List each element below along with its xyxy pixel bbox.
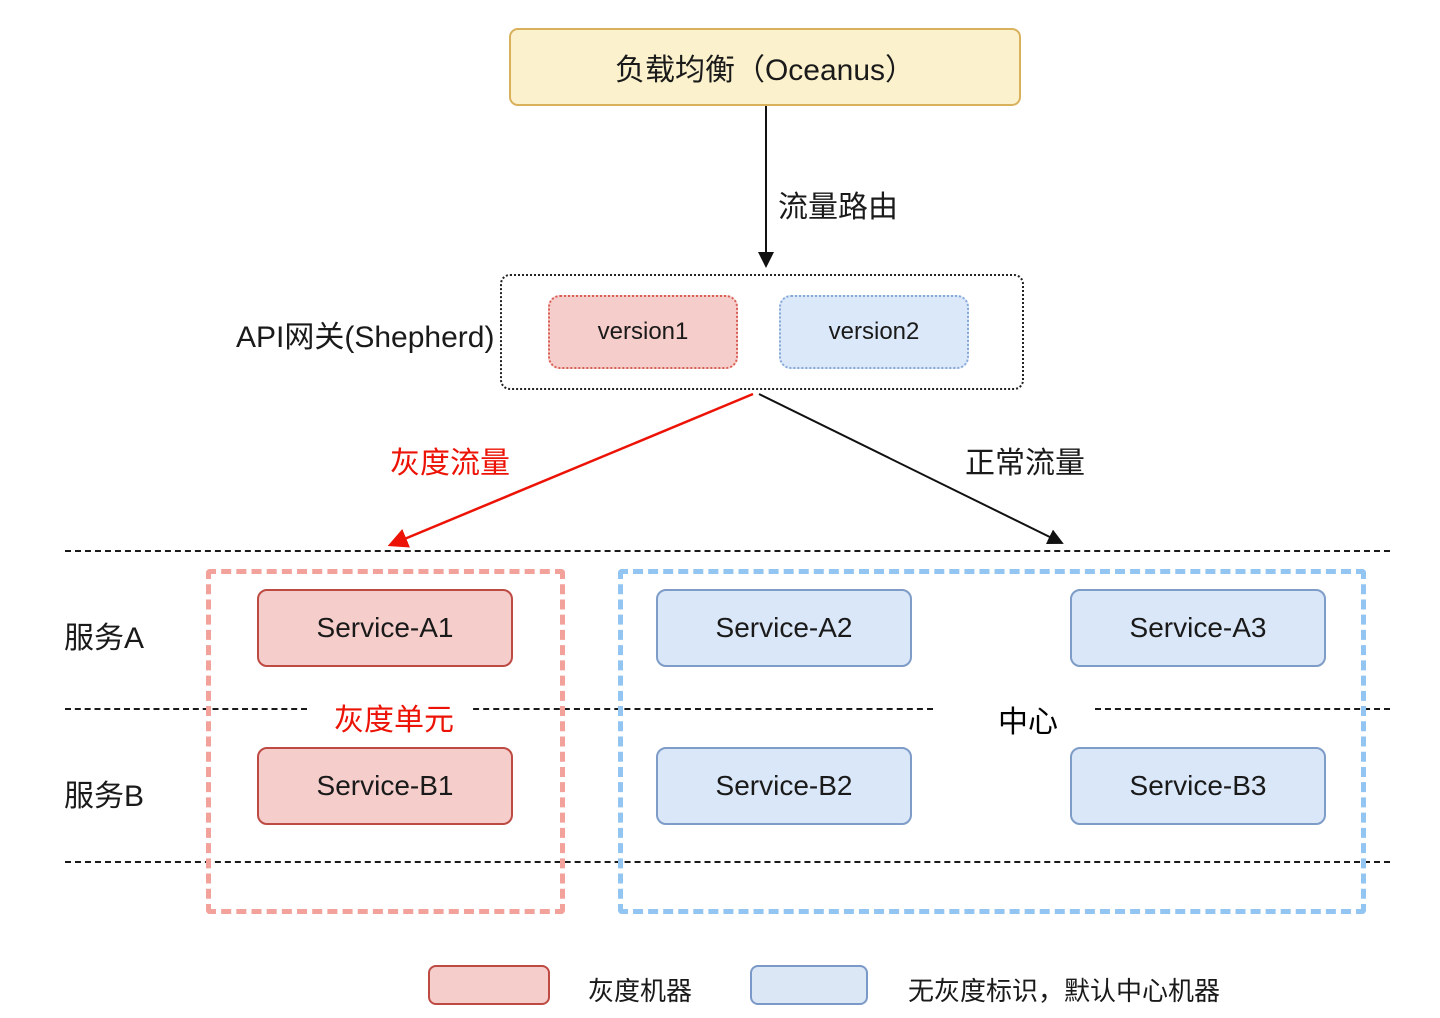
service-a2-label: Service-A2: [715, 612, 853, 643]
service-b1-node: Service-B1: [257, 747, 513, 825]
center-unit-frame: [618, 569, 1366, 914]
version2-node: version2: [779, 295, 969, 369]
load-balancer-label: 负载均衡（Oceanus）: [614, 54, 916, 87]
service-b1-label: Service-B1: [316, 770, 454, 801]
service-a3-label: Service-A3: [1129, 612, 1267, 643]
gray-unit-label: 灰度单元: [318, 695, 470, 739]
separator-mid-dashline-seg1: [65, 708, 307, 710]
service-a2-node: Service-A2: [656, 589, 912, 667]
legend-center-machine-label: 无灰度标识，默认中心机器: [908, 976, 1221, 1006]
legend-center-machine-swatch: [750, 965, 868, 1005]
separator-mid-dashline-seg2: [463, 708, 933, 710]
version2-label: version2: [828, 318, 920, 345]
service-b2-node: Service-B2: [656, 747, 912, 825]
api-gateway-label: API网关(Shepherd): [236, 321, 495, 354]
separator-mid-dashline-seg3: [1095, 708, 1390, 710]
service-b3-node: Service-B3: [1070, 747, 1326, 825]
center-unit-label: 中心: [975, 697, 1081, 741]
separator-bottom-dashline: [65, 861, 1390, 863]
service-a3-node: Service-A3: [1070, 589, 1326, 667]
version1-label: version1: [597, 318, 689, 345]
gray-flow-label: 灰度流量: [390, 447, 510, 480]
legend-gray-machine-label: 灰度机器: [588, 976, 693, 1006]
normal-flow-label: 正常流量: [965, 447, 1085, 480]
gray-unit-frame: [206, 569, 565, 914]
row-label-service-b: 服务B: [64, 780, 145, 813]
service-b3-label: Service-B3: [1129, 770, 1267, 801]
service-b2-label: Service-B2: [715, 770, 853, 801]
load-balancer-node: 负载均衡（Oceanus）: [509, 28, 1021, 106]
traffic-route-label: 流量路由: [778, 191, 898, 224]
version1-node: version1: [548, 295, 738, 369]
service-a1-node: Service-A1: [257, 589, 513, 667]
separator-top-dashline: [65, 550, 1390, 552]
service-a1-label: Service-A1: [316, 612, 454, 643]
legend-gray-machine-swatch: [428, 965, 550, 1005]
row-label-service-a: 服务A: [64, 622, 145, 655]
